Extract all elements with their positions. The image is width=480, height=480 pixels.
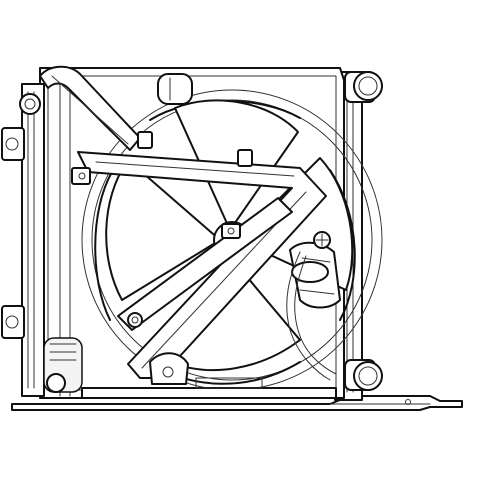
bottom-hose-neck [344, 359, 383, 391]
motor-bracket [289, 241, 341, 309]
strut-tabs [71, 131, 253, 239]
top-hose-neck [344, 71, 383, 103]
wiring-harness [286, 251, 337, 381]
top-coolant-pipe [39, 65, 141, 151]
bottom-hose-clamp [149, 352, 189, 385]
left-side-frame [1, 83, 45, 397]
top-sensor [157, 73, 193, 105]
lower-left-boss [43, 337, 83, 393]
lower-frame-rail [81, 377, 337, 399]
screw-icon [313, 231, 331, 249]
